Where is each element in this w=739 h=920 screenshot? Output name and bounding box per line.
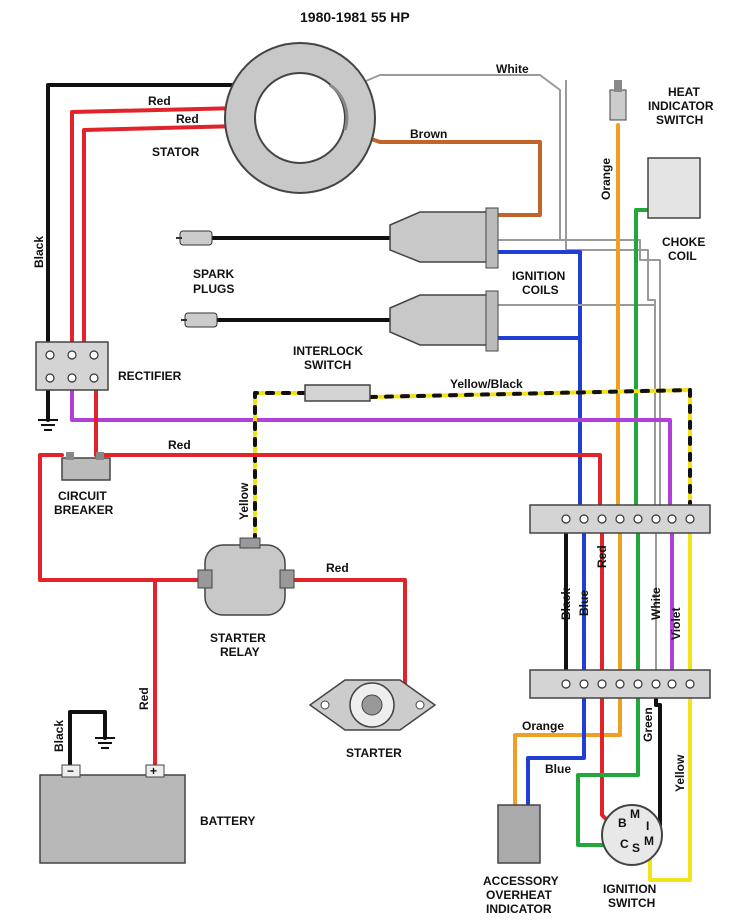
wire-label-white: White [496,62,529,76]
wire-green-bottom [576,683,640,847]
heat-indicator-label-3: SWITCH [656,113,703,127]
wire-brown [343,128,542,217]
wire-label-black-battery: Black [52,720,66,752]
ground-icon-battery [95,737,115,749]
terminal-block-lower [529,669,711,699]
circuit-breaker-label-2: BREAKER [54,503,114,517]
wire-label-black-harness: Black [559,588,573,620]
battery-label: BATTERY [200,814,255,828]
wire-red-relay-starter [290,578,407,692]
wire-label-yellow-black: Yellow/Black [450,377,523,391]
wire-black-ignition [654,683,662,827]
rectifier [35,341,109,391]
starter-label: STARTER [346,746,402,760]
wire-blue-coil-1 [493,250,582,522]
wire-label-red-battery: Red [137,687,151,710]
wire-label-blue-harness: Blue [577,590,591,616]
overheat-label-3: INDICATOR [486,902,552,916]
wire-label-red-1: Red [148,94,171,108]
heat-indicator-label-1: HEAT [668,85,700,99]
circuit-breaker-label-1: CIRCUIT [58,489,107,503]
ignition-coils-label-2: COILS [522,283,559,297]
wire-label-white-harness: White [649,587,663,620]
choke-coil [647,157,701,219]
diagram-title: 1980-1981 55 HP [300,9,410,25]
accessory-overheat-indicator [497,804,541,864]
ign-term-i: I [646,819,649,833]
wire-label-green-bottom: Green [641,707,655,742]
interlock-switch-label-2: SWITCH [304,358,351,372]
wire-white-stator-b [565,80,656,520]
wire-label-red-2: Red [176,112,199,126]
wire-label-brown: Brown [410,127,447,141]
circuit-breaker [61,452,111,481]
choke-coil-label-2: COIL [668,249,697,263]
wire-orange-bottom [513,683,622,807]
wire-label-red-harness: Red [595,545,609,568]
spark-plug-1 [176,230,213,246]
heat-indicator-switch [609,80,627,121]
battery-positive-label: + [150,764,157,778]
wire-yellow-black-dash [368,388,692,522]
ignition-switch-label-2: SWITCH [608,896,655,910]
starter-relay-label-2: RELAY [220,645,260,659]
wire-label-red-relay: Red [326,561,349,575]
starter-relay-label-1: STARTER [210,631,266,645]
wire-label-orange-top: Orange [599,158,613,200]
wire-black-stator [46,83,262,347]
ign-term-b: B [618,816,627,830]
overheat-label-1: ACCESSORY [483,874,559,888]
wire-red-stator-1 [70,106,242,352]
wire-label-orange-bottom: Orange [522,719,564,733]
wire-red-rectifier [94,378,602,522]
wire-yellow-relay-dash [253,391,307,542]
wire-label-black-left: Black [32,236,46,268]
spark-plug-2 [181,312,218,328]
wire-black-battery [68,710,107,767]
ignition-switch [601,804,663,866]
wire-red-bottom [600,683,614,827]
ign-term-c: C [620,837,629,851]
rectifier-label: RECTIFIER [118,369,182,383]
wire-label-violet-harness: Violet [669,608,683,640]
wire-label-blue-bottom: Blue [545,762,571,776]
heat-indicator-label-2: INDICATOR [648,99,714,113]
wire-green-choke [634,208,650,522]
choke-coil-label-1: CHOKE [662,235,705,249]
overheat-label-2: OVERHEAT [486,888,552,902]
wire-blue-bottom [526,683,586,807]
spark-plugs-label-2: PLUGS [193,282,234,296]
ignition-coil-2 [389,290,499,352]
terminal-block-upper [529,504,711,534]
spark-plugs-label-1: SPARK [193,267,234,281]
interlock-switch-label-1: INTERLOCK [293,344,363,358]
ign-term-m2: M [644,834,654,848]
ign-term-m1: M [630,807,640,821]
battery [39,764,186,864]
starter-motor [308,679,437,731]
stator [224,42,376,194]
wire-label-yellow-bottom: Yellow [673,754,687,792]
battery-negative-label: − [67,764,74,778]
wire-red-breaker [38,453,207,582]
ignition-switch-label-1: IGNITION [603,882,656,896]
ignition-coils-label-1: IGNITION [512,269,565,283]
wire-label-yellow-left: Yellow [237,482,251,520]
stator-label: STATOR [152,145,200,159]
ground-icon-rectifier [38,419,58,431]
wire-violet [70,388,672,522]
wire-label-red-mid: Red [168,438,191,452]
ign-term-s: S [632,841,640,855]
wire-yellow-relay [253,391,307,542]
starter-relay [197,537,295,616]
wire-yellow-bottom [648,518,692,882]
ignition-coil-1 [389,207,499,269]
interlock-switch [304,384,371,402]
wire-red-stator-2 [82,124,242,352]
